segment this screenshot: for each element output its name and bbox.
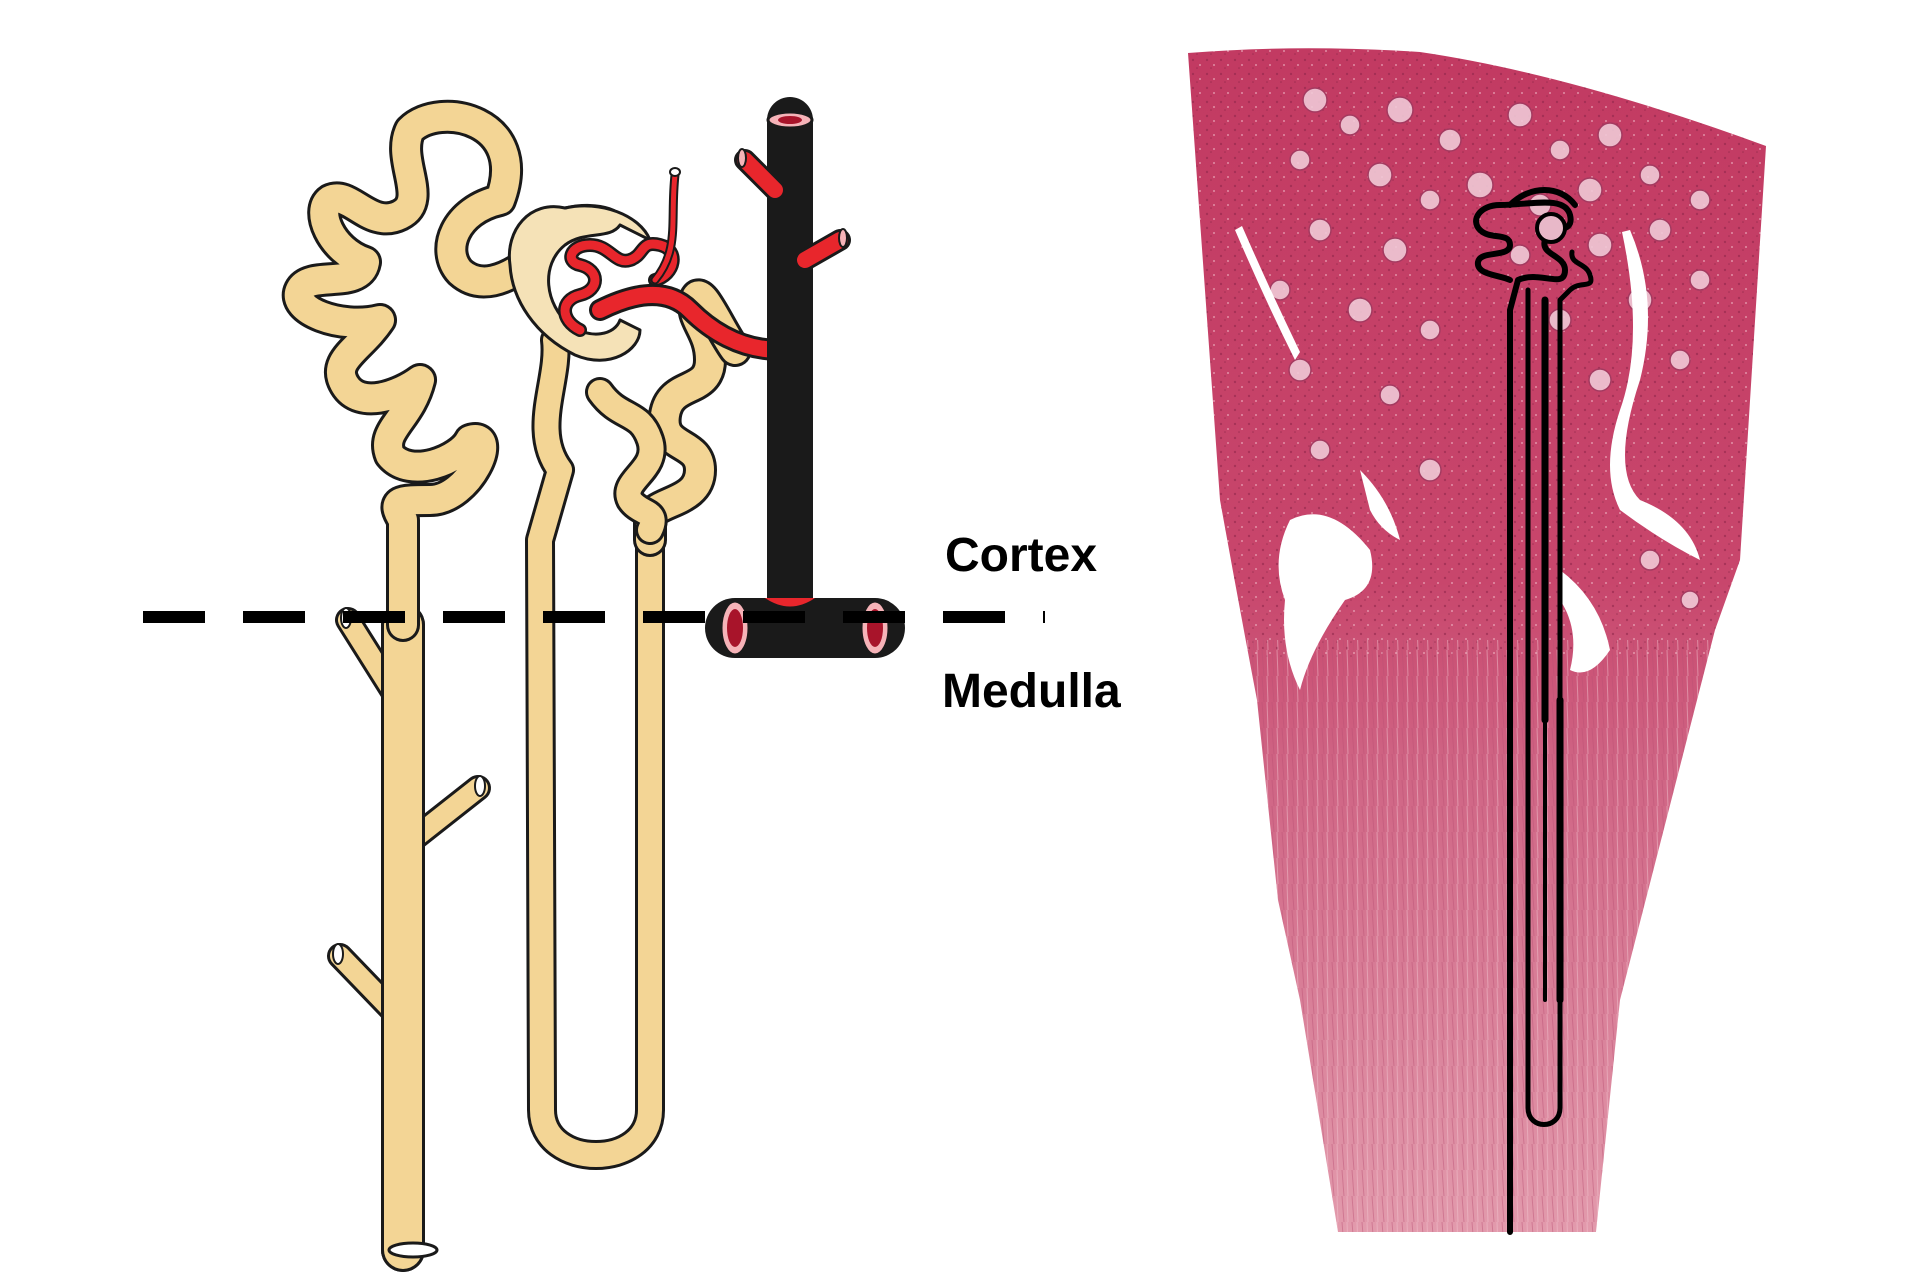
cortex-label: Cortex — [945, 529, 1098, 582]
kidney-histology-section — [1188, 48, 1766, 1235]
nephron-overlay — [1473, 187, 1594, 1235]
renal-tubule — [282, 99, 752, 1170]
nephron-diagram — [282, 97, 905, 1272]
collecting-duct — [327, 603, 491, 1272]
medulla-label: Medulla — [942, 665, 1121, 718]
glomerulus — [558, 167, 791, 361]
bowmans-capsule — [507, 203, 652, 362]
artery — [705, 97, 905, 658]
